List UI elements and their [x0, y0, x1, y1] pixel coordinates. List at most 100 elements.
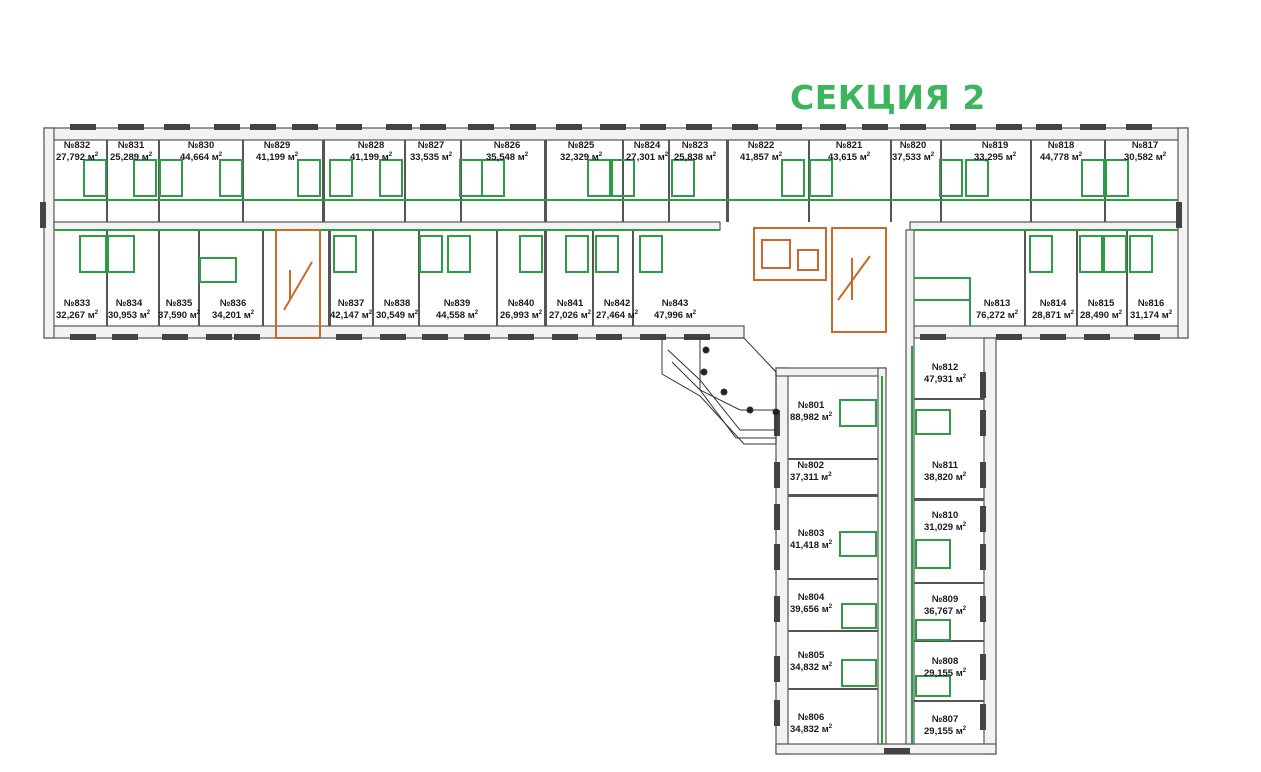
- stairwell-elevators: [275, 227, 887, 339]
- room-area: 31,029 м2: [924, 521, 967, 533]
- room-area-value: 38,820 м: [924, 472, 963, 483]
- room-number: №832: [63, 140, 91, 151]
- room-area-value: 88,982 м: [790, 412, 829, 423]
- room-area-value: 37,533 м: [892, 152, 931, 163]
- room-area-value: 41,857 м: [740, 152, 779, 163]
- room-number: №821: [835, 140, 863, 151]
- room-area-value: 44,664 м: [180, 152, 219, 163]
- room-area-value: 47,931 м: [924, 374, 963, 385]
- room-area-value: 35,548 м: [486, 152, 525, 163]
- room-area: 41,857 м2: [740, 151, 783, 163]
- room-area-value: 25,838 м: [674, 152, 713, 163]
- room-number: №811: [932, 460, 958, 471]
- room-area-value: 44,558 м: [436, 310, 475, 321]
- room-number: №815: [1087, 298, 1115, 309]
- room-area: 27,792 м2: [56, 151, 99, 163]
- room-number: №841: [556, 298, 584, 309]
- room-area: 29,155 м2: [924, 725, 967, 737]
- room-number: №806: [797, 712, 825, 723]
- room-area: 31,174 м2: [1130, 309, 1173, 321]
- room-area-value: 30,549 м: [376, 310, 415, 321]
- room-number: №829: [263, 140, 291, 151]
- room-area-value: 37,311 м: [790, 472, 829, 483]
- room-area: 37,533 м2: [892, 151, 935, 163]
- room-number: №827: [417, 140, 445, 151]
- room-area-value: 34,832 м: [790, 662, 829, 673]
- room-area: 34,832 м2: [790, 661, 833, 673]
- room-number: №835: [165, 298, 193, 309]
- bathroom-partitions: [54, 159, 1178, 744]
- room-area: 47,931 м2: [924, 373, 967, 385]
- room-number: №813: [983, 298, 1011, 309]
- room-number: №802: [797, 460, 824, 471]
- room-area-value: 41,199 м: [350, 152, 389, 163]
- room-number: №824: [633, 140, 661, 151]
- room-number: №820: [899, 140, 927, 151]
- room-area-value: 39,656 м: [790, 604, 829, 615]
- room-area-value: 34,201 м: [212, 310, 251, 321]
- room-area: 42,147 м2: [330, 309, 373, 321]
- room-area: 30,953 м2: [108, 309, 151, 321]
- room-area: 27,026 м2: [549, 309, 592, 321]
- room-number: №818: [1047, 140, 1075, 151]
- room-area: 27,464 м2: [596, 309, 639, 321]
- room-number: №817: [1131, 140, 1159, 151]
- room-area: 32,267 м2: [56, 309, 99, 321]
- room-area: 44,778 м2: [1040, 151, 1083, 163]
- room-area: 76,272 м2: [976, 309, 1019, 321]
- room-number: №834: [115, 298, 143, 309]
- room-area-value: 30,953 м: [108, 310, 147, 321]
- room-area-value: 43,615 м: [828, 152, 867, 163]
- room-number: №808: [931, 656, 959, 667]
- room-area: 47,996 м2: [654, 309, 697, 321]
- room-area: 33,535 м2: [410, 151, 453, 163]
- room-number: №842: [603, 298, 631, 309]
- room-area: 28,490 м2: [1080, 309, 1123, 321]
- room-area-value: 28,490 м: [1080, 310, 1119, 321]
- room-area: 25,289 м2: [110, 151, 153, 163]
- room-area: 34,201 м2: [212, 309, 255, 321]
- room-area: 41,418 м2: [790, 539, 833, 551]
- room-area-value: 34,832 м: [790, 724, 829, 735]
- building-walls: [43, 127, 1189, 755]
- room-area-value: 27,026 м: [549, 310, 588, 321]
- room-area: 44,558 м2: [436, 309, 479, 321]
- room-area-value: 44,778 м: [1040, 152, 1079, 163]
- room-area: 43,615 м2: [828, 151, 871, 163]
- room-area-value: 28,871 м: [1032, 310, 1071, 321]
- room-area-value: 41,199 м: [256, 152, 295, 163]
- room-number: №814: [1039, 298, 1067, 309]
- room-area: 41,199 м2: [350, 151, 393, 163]
- room-area-value: 47,996 м: [654, 310, 693, 321]
- room-area: 32,329 м2: [560, 151, 603, 163]
- room-number: №822: [747, 140, 775, 151]
- room-area-value: 41,418 м: [790, 540, 829, 551]
